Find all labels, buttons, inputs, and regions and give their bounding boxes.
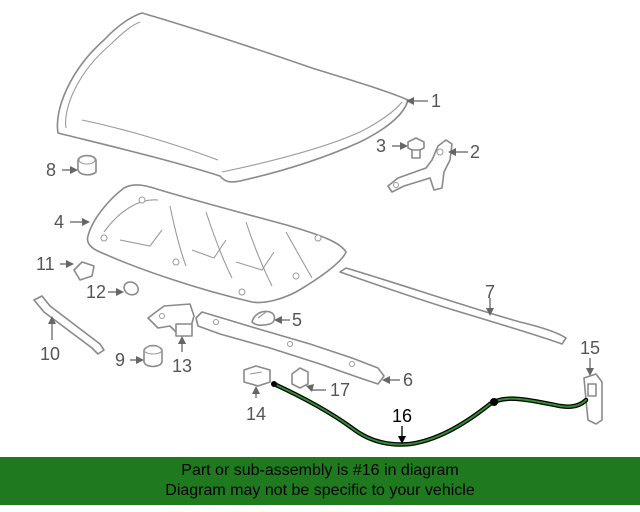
callout-3-label: 3	[376, 136, 386, 156]
hood-part	[56, 12, 409, 183]
insulator-part	[86, 184, 347, 304]
callout-12: 12	[86, 282, 124, 302]
callout-11-label: 11	[36, 254, 55, 274]
callout-14: 14	[246, 386, 266, 424]
callout-9-label: 9	[115, 350, 125, 370]
callout-1: 1	[406, 91, 441, 111]
bumper-part-9	[143, 344, 163, 368]
prop-rod-part	[33, 295, 105, 355]
release-handle-part	[583, 373, 603, 425]
banner-line-1: Part or sub-assembly is #16 in diagram	[181, 462, 459, 479]
callout-12-label: 12	[86, 282, 106, 302]
support-part	[195, 311, 385, 385]
callout-11: 11	[36, 254, 74, 274]
release-cable-part	[271, 381, 589, 447]
callout-17: 17	[306, 380, 350, 400]
callout-9: 9	[115, 350, 144, 370]
callout-10-label: 10	[40, 344, 60, 364]
clip-part-17	[291, 367, 309, 389]
info-banner: Part or sub-assembly is #16 in diagram D…	[0, 457, 640, 505]
callout-14-label: 14	[246, 404, 266, 424]
grommet-part	[123, 281, 139, 296]
callout-13: 13	[172, 336, 192, 376]
bolt-part	[407, 137, 425, 159]
callout-4: 4	[54, 212, 90, 232]
callout-15: 15	[580, 338, 600, 376]
callout-1-label: 1	[431, 91, 441, 111]
callout-10: 10	[40, 316, 60, 364]
retainer-part	[251, 310, 276, 327]
callout-7: 7	[485, 282, 495, 316]
callout-8-label: 8	[46, 160, 56, 180]
hinge-part	[387, 139, 453, 193]
callout-2: 2	[448, 142, 480, 162]
bumper-part-8	[77, 154, 97, 176]
weatherstrip-part	[339, 267, 567, 345]
callout-15-label: 15	[580, 338, 600, 358]
banner-line-2: Diagram may not be specific to your vehi…	[165, 482, 475, 499]
callout-2-label: 2	[470, 142, 480, 162]
callout-17-label: 17	[330, 380, 350, 400]
callout-6-label: 6	[403, 370, 413, 390]
latch-part	[147, 303, 195, 337]
striker-part	[243, 365, 271, 387]
callout-4-label: 4	[54, 212, 64, 232]
callout-5: 5	[274, 310, 302, 330]
callout-5-label: 5	[292, 310, 302, 330]
callout-16-label: 16	[392, 406, 412, 426]
callout-16: 16	[392, 406, 412, 444]
clip-part-11	[73, 261, 95, 281]
callout-8: 8	[46, 160, 78, 180]
callout-7-label: 7	[485, 282, 495, 302]
callout-13-label: 13	[172, 356, 192, 376]
callout-6: 6	[382, 370, 413, 390]
callout-3: 3	[376, 136, 408, 156]
